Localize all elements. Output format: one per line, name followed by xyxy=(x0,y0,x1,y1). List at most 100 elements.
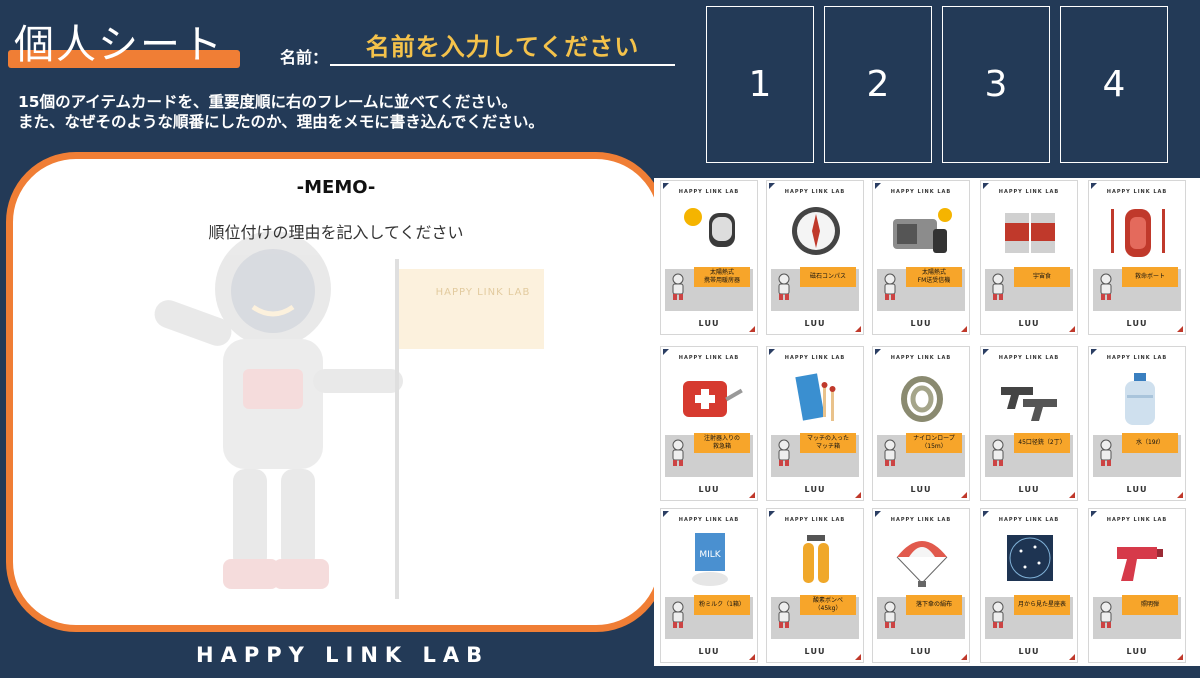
card-corner xyxy=(1069,492,1075,498)
footer-brand: HAPPY LINK LAB xyxy=(196,643,490,667)
lifeboat-icon xyxy=(1111,209,1165,257)
card-corner xyxy=(769,183,775,189)
memo-title: -MEMO- xyxy=(296,177,376,198)
card-corner xyxy=(961,492,967,498)
rank-frame-2[interactable]: 2 xyxy=(824,6,932,163)
astronaut-icon xyxy=(778,439,790,466)
rank-frame-1[interactable]: 1 xyxy=(706,6,814,163)
card-corner xyxy=(983,349,989,355)
card-logo: ᒪᑌᑌ xyxy=(698,485,720,494)
card-corner xyxy=(961,654,967,660)
card-header: HAPPY LINK LAB xyxy=(1106,355,1168,361)
card-label: 粉ミルク（1箱） xyxy=(694,595,750,615)
card-label: 45口径銃（2丁） xyxy=(1014,433,1070,453)
name-input[interactable]: 名前を入力してください xyxy=(330,24,675,66)
item-card[interactable]: HAPPY LINK LAB ナイロンロープ （15m） ᒪᑌᑌ xyxy=(872,346,970,501)
pistol-icon xyxy=(1001,387,1057,421)
card-label: ナイロンロープ （15m） xyxy=(906,433,962,453)
card-logo: ᒪᑌᑌ xyxy=(698,647,720,656)
card-label: 太陽熱式 FM送受信機 xyxy=(906,267,962,287)
card-logo: ᒪᑌᑌ xyxy=(1018,647,1040,656)
rank-number: 2 xyxy=(866,64,890,105)
instruction-line-2: また、なぜそのような順番にしたのか、理由をメモに書き込んでください。 xyxy=(18,113,544,131)
card-corner xyxy=(1091,349,1097,355)
space-food-icon xyxy=(1005,213,1055,253)
card-label: 照明弾 xyxy=(1122,595,1178,615)
card-label: マッチの入った マッチ箱 xyxy=(800,433,856,453)
card-header: HAPPY LINK LAB xyxy=(998,355,1060,361)
card-corner xyxy=(875,511,881,517)
card-corner xyxy=(875,349,881,355)
card-logo: ᒪᑌᑌ xyxy=(1126,647,1148,656)
rank-frame-4[interactable]: 4 xyxy=(1060,6,1168,163)
item-card[interactable]: HAPPY LINK LAB 月から見た星座表 ᒪᑌᑌ xyxy=(980,508,1078,663)
astronaut-icon xyxy=(884,273,896,300)
svg-text:MILK: MILK xyxy=(699,550,721,560)
card-logo: ᒪᑌᑌ xyxy=(804,485,826,494)
item-card[interactable]: HAPPY LINK LAB 45口径銃（2丁） ᒪᑌᑌ xyxy=(980,346,1078,501)
card-label: 救命ボート xyxy=(1122,267,1178,287)
card-header: HAPPY LINK LAB xyxy=(1106,189,1168,195)
card-corner xyxy=(1177,326,1183,332)
astronaut-icon xyxy=(672,601,684,628)
card-logo: ᒪᑌᑌ xyxy=(910,319,932,328)
card-logo: ᒪᑌᑌ xyxy=(910,485,932,494)
memo-panel[interactable]: -MEMO- 順位付けの理由を記入してください HAPPY LINK LAB xyxy=(6,152,666,632)
memo-flag-text: HAPPY LINK LAB xyxy=(435,287,531,298)
card-header: HAPPY LINK LAB xyxy=(678,355,740,361)
rank-frame-3[interactable]: 3 xyxy=(942,6,1050,163)
card-label: 注射器入りの 救急箱 xyxy=(694,433,750,453)
item-card[interactable]: HAPPY LINK LAB MILK 粉ミルク（1箱） ᒪᑌᑌ xyxy=(660,508,758,663)
card-header: HAPPY LINK LAB xyxy=(998,517,1060,523)
card-corner xyxy=(1177,492,1183,498)
card-label: 水（19ℓ） xyxy=(1122,433,1178,453)
card-corner xyxy=(983,183,989,189)
astronaut-icon xyxy=(672,439,684,466)
card-label: 月から見た星座表 xyxy=(1014,595,1070,615)
card-logo: ᒪᑌᑌ xyxy=(698,319,720,328)
item-card[interactable]: HAPPY LINK LAB 注射器入りの 救急箱 ᒪᑌᑌ xyxy=(660,346,758,501)
card-logo: ᒪᑌᑌ xyxy=(1018,485,1040,494)
rank-number: 3 xyxy=(984,64,1008,105)
compass-icon xyxy=(792,207,840,255)
card-corner xyxy=(1069,326,1075,332)
oxygen-tank-icon xyxy=(803,535,829,583)
page-title-block: 個人シート xyxy=(8,10,240,68)
solar-heater-icon xyxy=(684,208,735,247)
astronaut-icon xyxy=(884,601,896,628)
astronaut-icon xyxy=(1100,601,1112,628)
card-corner xyxy=(855,492,861,498)
card-corner xyxy=(663,349,669,355)
astronaut-icon xyxy=(992,273,1004,300)
card-header: HAPPY LINK LAB xyxy=(890,355,952,361)
water-jug-icon xyxy=(1125,373,1155,425)
star-map-icon xyxy=(1007,535,1053,581)
astronaut-watermark-icon xyxy=(154,231,544,599)
flare-gun-icon xyxy=(1117,547,1163,581)
matchbox-icon xyxy=(795,373,836,421)
card-label: 落下傘の絹布 xyxy=(906,595,962,615)
milk-powder-icon: MILK xyxy=(692,533,728,586)
radio-icon xyxy=(893,208,952,253)
name-label: 名前： xyxy=(280,48,329,67)
card-corner xyxy=(983,511,989,517)
card-header: HAPPY LINK LAB xyxy=(890,517,952,523)
card-header: HAPPY LINK LAB xyxy=(678,517,740,523)
card-label: 宇宙食 xyxy=(1014,267,1070,287)
astronaut-icon xyxy=(884,439,896,466)
astronaut-icon xyxy=(672,273,684,300)
rope-icon xyxy=(901,376,943,422)
card-corner xyxy=(663,183,669,189)
instruction-line-1: 15個のアイテムカードを、重要度順に右のフレームに並べてください。 xyxy=(18,93,517,111)
